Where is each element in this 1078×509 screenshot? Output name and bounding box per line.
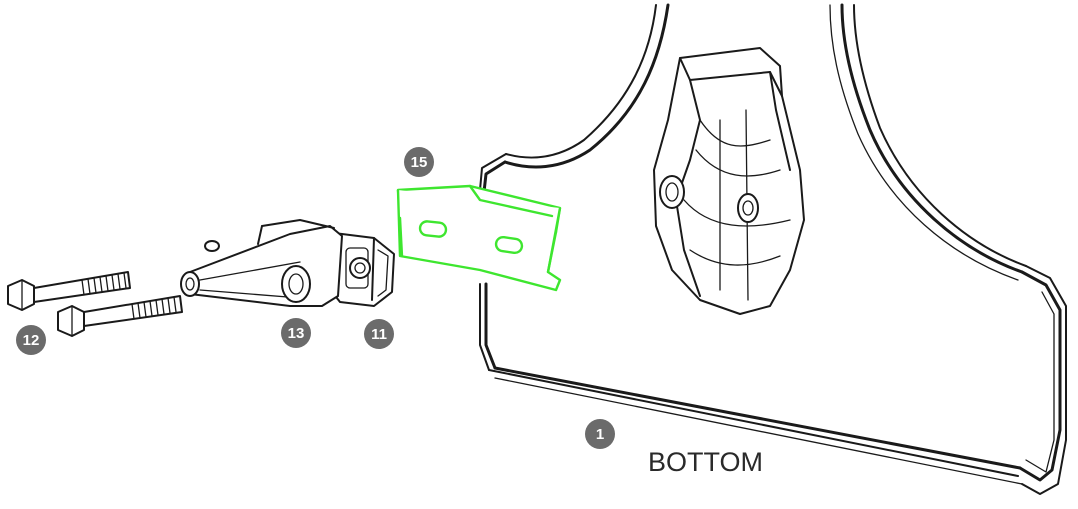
callout-11-text: 11 <box>371 326 387 343</box>
label-bottom: BOTTOM <box>648 447 763 477</box>
bolt-upper-part-12 <box>7 271 131 311</box>
callout-13: 13 <box>281 318 311 348</box>
callout-15-text: 15 <box>411 154 428 171</box>
clip-part-15 <box>396 184 562 292</box>
callout-1-text: 1 <box>596 426 604 443</box>
arm-part-13 <box>180 219 343 307</box>
callout-13-text: 13 <box>288 325 305 342</box>
callout-1: 1 <box>585 419 615 449</box>
callout-12-text: 12 <box>23 332 40 349</box>
mounting-boss <box>653 47 805 315</box>
callout-15: 15 <box>404 147 434 177</box>
callout-11: 11 <box>364 319 394 349</box>
panel-bottom-part-1 <box>479 3 1067 495</box>
bolt-lower-part-12 <box>57 295 183 337</box>
callout-12: 12 <box>16 325 46 355</box>
